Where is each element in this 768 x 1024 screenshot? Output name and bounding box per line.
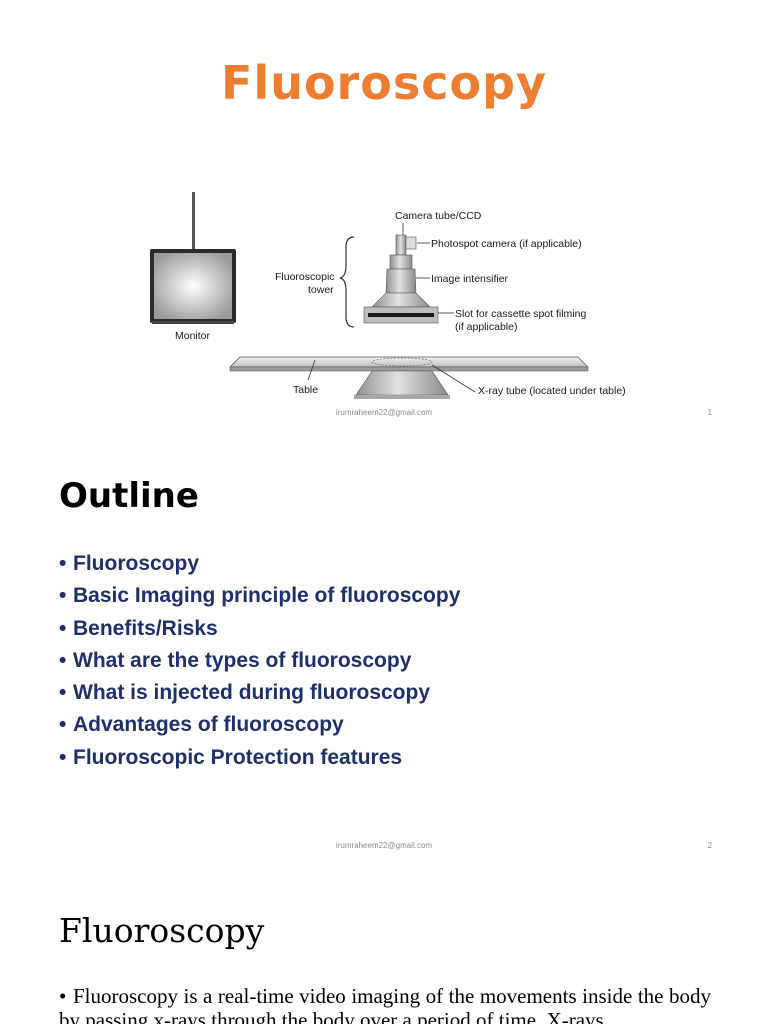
bullet-icon: • [59,713,67,737]
slide-2-footer-email: irumraheem22@gmail.com [335,841,433,850]
slide-2: Outline •Fluoroscopy •Basic Imaging prin… [0,432,768,864]
bullet-icon: • [59,584,67,608]
bullet-icon: • [59,616,67,640]
slide-1-page-number: 1 [707,408,712,417]
table-icon [229,356,589,372]
tower-label-line1: Fluoroscopic [275,271,335,283]
list-item: •Basic Imaging principle of fluoroscopy [59,580,460,612]
image-intensifier-label: Image intensifier [431,273,509,285]
list-item: •Advantages of fluoroscopy [59,709,460,741]
bullet-icon: • [59,681,67,705]
slide-1: Fluoroscopy Monitor [0,0,768,432]
camera-tube-label: Camera tube/CCD [395,210,482,222]
monitor-label: Monitor [175,330,211,342]
slide-3: Fluoroscopy •Fluoroscopy is a real-time … [0,864,768,1024]
slide-1-footer-email: irumraheem22@gmail.com [335,408,433,417]
list-item: •Benefits/Risks [59,613,460,645]
slide-1-title: Fluoroscopy [221,56,547,110]
tower-label-line2: tower [308,284,334,296]
bullet-icon: • [59,984,67,1008]
slide-2-title: Outline [59,476,199,516]
bullet-icon: • [59,745,67,769]
table-label: Table [293,384,318,396]
outline-list: •Fluoroscopy •Basic Imaging principle of… [59,548,460,774]
photospot-camera-label: Photospot camera (if applicable) [431,238,582,250]
slide-3-paragraph: •Fluoroscopy is a real-time video imagin… [59,984,711,1024]
xray-tube-label: X-ray tube (located under table) [478,385,626,397]
cassette-slot-label-line1: Slot for cassette spot filming [455,308,586,320]
list-item: •Fluoroscopic Protection features [59,742,460,774]
monitor-icon [150,192,236,324]
cassette-slot-label-line2: (if applicable) [455,321,517,333]
bullet-icon: • [59,552,67,575]
list-item: •What is injected during fluoroscopy [59,677,460,709]
slide-2-page-number: 2 [707,841,712,850]
slide-3-title: Fluoroscopy [59,911,265,950]
fluoroscopic-tower-icon [363,234,439,324]
xray-tube-icon [354,370,450,399]
fluoroscopy-equipment-diagram: Monitor Fluoroscopic tower Camera tube/C… [150,192,626,399]
list-item: •Fluoroscopy [59,548,460,580]
bullet-icon: • [59,648,67,672]
list-item: •What are the types of fluoroscopy [59,645,460,677]
